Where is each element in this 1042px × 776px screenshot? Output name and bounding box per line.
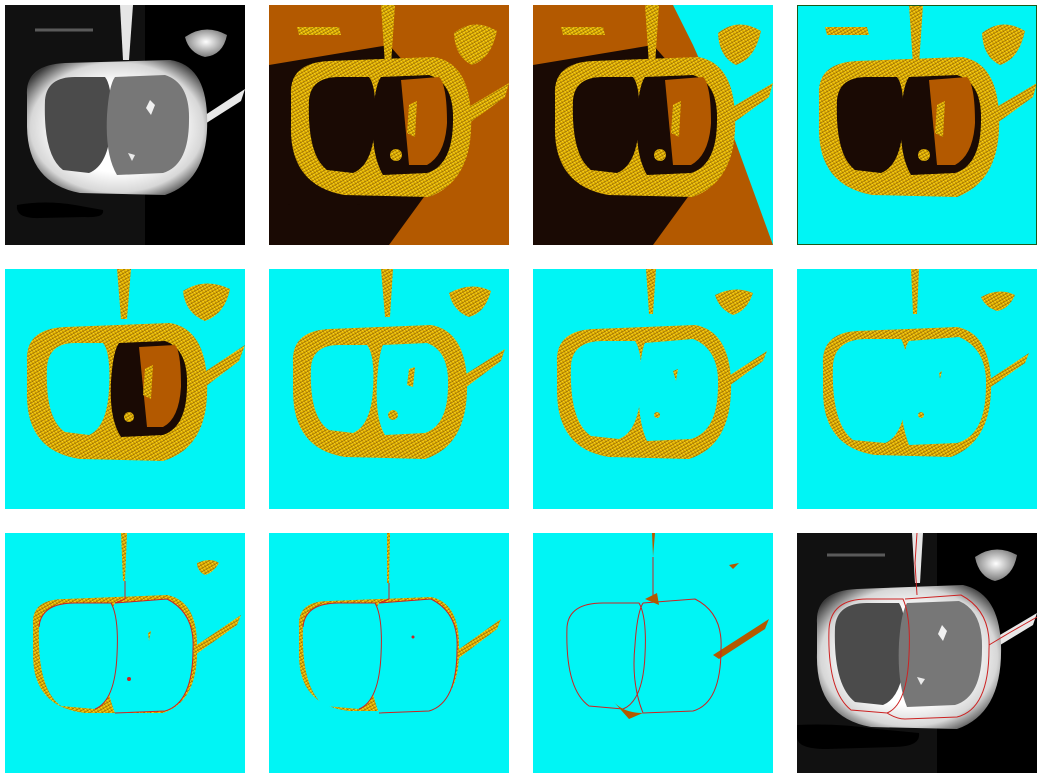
panel-relief-level-7 [5, 533, 245, 773]
relief-render [533, 533, 773, 773]
panel-relief-level-6 [797, 269, 1037, 509]
relief-render [269, 269, 509, 509]
relief-render [533, 269, 773, 509]
grayscale-image [797, 533, 1037, 773]
grayscale-image [5, 5, 245, 245]
panel-relief-level-5 [533, 269, 773, 509]
relief-render [269, 533, 509, 773]
panel-relief-level-1 [533, 5, 773, 245]
relief-render [5, 269, 245, 509]
panel-relief-level-2 [797, 5, 1037, 245]
relief-render [797, 269, 1037, 509]
panel-relief-level-9 [533, 533, 773, 773]
panel-grayscale-source [5, 5, 245, 245]
panel-grayscale-watershed [797, 533, 1037, 773]
panel-relief-level-0 [269, 5, 509, 245]
relief-render [5, 533, 245, 773]
relief-render [269, 5, 509, 245]
panel-relief-level-8 [269, 533, 509, 773]
panel-relief-level-4 [269, 269, 509, 509]
relief-render [533, 5, 773, 245]
panel-relief-level-3 [5, 269, 245, 509]
relief-render [797, 5, 1037, 245]
